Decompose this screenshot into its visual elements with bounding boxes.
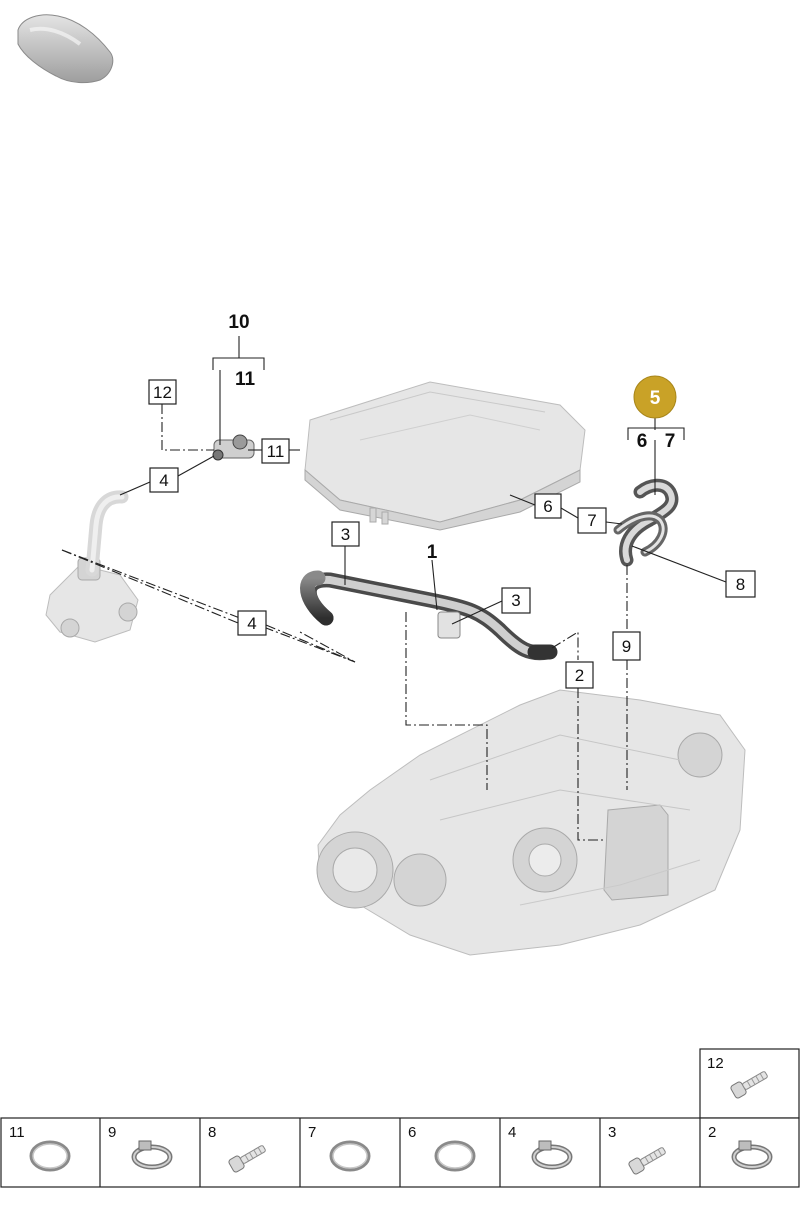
parts-cell-2[interactable]: 2 xyxy=(708,1124,770,1167)
callout-box-8[interactable] xyxy=(725,570,756,598)
callout-6-bracket[interactable]: 6 xyxy=(637,431,648,452)
parts-cell-8[interactable]: 8 xyxy=(208,1124,269,1174)
coolant-hose-5 xyxy=(613,478,679,567)
callout-7[interactable]: 7 xyxy=(587,511,596,530)
parts-cell-3[interactable]: 3 xyxy=(608,1124,669,1176)
callout-5-highlight[interactable] xyxy=(633,375,677,419)
callout-10[interactable]: 10 xyxy=(228,312,249,333)
parts-cell-4[interactable]: 4 xyxy=(508,1124,570,1167)
parts-cell-label: 11 xyxy=(9,1124,25,1141)
parts-cell-label: 3 xyxy=(608,1124,616,1141)
callout-7-bracket[interactable]: 7 xyxy=(665,431,676,452)
callout-4-upper[interactable]: 4 xyxy=(159,471,168,490)
callout-11[interactable]: 11 xyxy=(267,442,285,461)
power-electronics-housing xyxy=(304,381,586,531)
parts-cell-label: 8 xyxy=(208,1124,216,1141)
callout-box-11[interactable] xyxy=(261,438,290,464)
callout-box-6[interactable] xyxy=(534,493,562,519)
parts-cell-label: 7 xyxy=(308,1124,316,1141)
parts-cell-7[interactable]: 7 xyxy=(308,1124,371,1172)
callout-box-7[interactable] xyxy=(577,507,607,534)
callout-2[interactable]: 2 xyxy=(575,666,584,685)
callout-8[interactable]: 8 xyxy=(736,575,745,594)
callout-4-lower[interactable]: 4 xyxy=(247,614,256,633)
leader-lines xyxy=(61,336,727,841)
callout-box-4-upper[interactable] xyxy=(149,467,179,493)
callout-11-bracket[interactable]: 11 xyxy=(235,369,256,390)
parts-cell-label: 4 xyxy=(508,1124,516,1141)
callout-box-3-upper[interactable] xyxy=(331,521,360,547)
parts-cell-label-12: 12 xyxy=(707,1055,724,1072)
parts-cell-6[interactable]: 6 xyxy=(408,1124,476,1172)
callout-1[interactable]: 1 xyxy=(427,542,438,563)
parts-cell-11[interactable]: 11 xyxy=(9,1124,71,1172)
parts-cell-label: 2 xyxy=(708,1124,716,1141)
parts-table: 12 11 9 8 7 6 4 xyxy=(0,1048,800,1188)
callout-3-upper[interactable]: 3 xyxy=(341,525,350,544)
callout-box-9[interactable] xyxy=(612,631,641,661)
callout-3-lower[interactable]: 3 xyxy=(511,591,520,610)
callout-box-4-lower[interactable] xyxy=(237,610,267,636)
vehicle-thumbnail-icon xyxy=(17,14,114,84)
parts-cell-label: 6 xyxy=(408,1124,416,1141)
callout-box-12[interactable] xyxy=(148,379,177,405)
callout-box-2[interactable] xyxy=(565,661,594,689)
transmission-housing xyxy=(316,689,746,956)
callout-12[interactable]: 12 xyxy=(153,383,172,402)
callout-9[interactable]: 9 xyxy=(622,637,631,656)
callout-6[interactable]: 6 xyxy=(543,497,552,516)
parts-cell-label: 9 xyxy=(108,1124,116,1141)
callout-5[interactable]: 5 xyxy=(650,388,661,409)
connector-part-11 xyxy=(212,434,255,461)
parts-cell-9[interactable]: 9 xyxy=(108,1124,170,1167)
callout-box-3-lower[interactable] xyxy=(501,587,531,614)
coolant-hose-1 xyxy=(300,570,558,661)
